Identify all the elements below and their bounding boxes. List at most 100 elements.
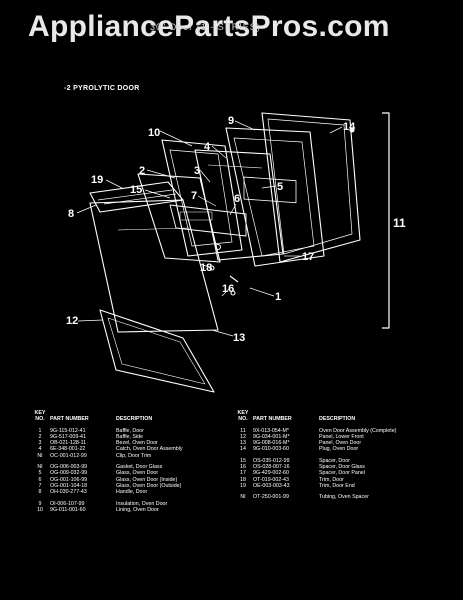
key-number-cell: 1 — [38, 427, 42, 434]
description-cell: Catch, Oven Door Assembly — [116, 446, 183, 453]
header-no: NO. — [35, 416, 45, 423]
key-number-cell: 2 — [38, 433, 42, 440]
part-number-cell: OG-001-106-99 — [50, 476, 88, 483]
part-number-cell: OC-001-012-99 — [50, 452, 87, 459]
key-number-cell: NI — [37, 464, 43, 471]
table-row: 19 OE-003-003-43 Trim, Door End — [233, 483, 439, 489]
table-row: 12 9G-034-001-M* Panel, Lower Front — [233, 434, 439, 440]
part-number-cell: 9G-517-009-41 — [50, 433, 86, 440]
key-number-cell: 18 — [240, 476, 246, 483]
part-number-cell: OE-003-003-43 — [253, 482, 290, 489]
description-cell: Handle, Door — [116, 489, 148, 496]
callout-7: 7 — [191, 190, 197, 202]
lower-front-panel — [99, 309, 215, 393]
part-number-cell: OG-009-032-99 — [50, 470, 88, 477]
part-number-cell: OB-021-128-11 — [50, 440, 87, 447]
key-number-cell: 17 — [240, 470, 246, 477]
part-number-cell: OI-006-107-99 — [50, 500, 85, 507]
part-number-cell: OT-019-002-43 — [253, 476, 289, 483]
callout-9: 9 — [228, 115, 234, 127]
key-number-cell: 19 — [240, 482, 246, 489]
description-cell: Spacer, Door Glass — [319, 464, 365, 471]
table-row: 4 6E-348-001-22 Catch, Oven Door Assembly — [30, 446, 236, 452]
callout-13: 13 — [233, 332, 245, 344]
door-handle — [89, 181, 184, 213]
header-no: NO. — [238, 416, 248, 423]
part-number-cell: OG-001-104-18 — [50, 482, 88, 489]
door-gasket-frame — [225, 127, 325, 267]
table-header-key-row: KEY — [30, 410, 236, 416]
part-number-cell: 9X-013-054-M* — [253, 427, 289, 434]
description-cell: Glass, Oven Door (Outside) — [116, 482, 182, 489]
callout-8: 8 — [68, 208, 74, 220]
description-cell: Spacer, Door — [319, 457, 350, 464]
description-cell: Baffle, Door — [116, 427, 144, 434]
key-number-cell: 16 — [240, 464, 246, 471]
header-part-number: PART NUMBER — [253, 416, 292, 423]
key-number-cell: NI — [37, 452, 43, 459]
description-cell: Panel, Lower Front — [319, 433, 364, 440]
header-description: DESCRIPTION — [116, 416, 153, 423]
part-number-cell: 9G-429-002-60 — [253, 470, 289, 477]
key-number-cell: 12 — [240, 433, 246, 440]
section-label: -2 PYROLYTIC DOOR — [64, 85, 140, 92]
key-number-cell: 5 — [38, 470, 42, 477]
callout-4: 4 — [204, 141, 211, 153]
callout-2: 2 — [139, 165, 145, 177]
callout-17: 17 — [302, 251, 314, 263]
part-number-cell: 9G-034-001-M* — [253, 433, 290, 440]
description-cell: Plug, Oven Door — [319, 446, 359, 453]
table-row: 5 OG-009-032-99 Glass, Oven Door — [30, 470, 236, 476]
description-cell: Trim, Door — [319, 476, 344, 483]
callout-3: 3 — [194, 165, 200, 177]
description-cell: Insulation, Oven Door — [116, 500, 168, 507]
description-cell: Spacer, Door Panel — [319, 470, 365, 477]
table-header-row: NO. PART NUMBER DESCRIPTION — [30, 416, 236, 422]
key-number-cell: 6 — [38, 476, 42, 483]
part-number-cell: OT-250-001-99 — [253, 494, 289, 501]
description-cell: Trim, Door End — [319, 482, 355, 489]
callout-10: 10 — [148, 127, 160, 139]
key-number-cell: NI — [240, 494, 246, 501]
description-cell: Glass, Oven Door — [116, 470, 159, 477]
key-number-cell: 7 — [38, 482, 42, 489]
callout-12: 12 — [66, 315, 78, 327]
part-number-cell: 6E-348-001-22 — [50, 446, 86, 453]
header-part-number: PART NUMBER — [50, 416, 89, 423]
description-cell: Bezel, Oven Door — [116, 440, 158, 447]
door-lining-panel — [261, 112, 361, 263]
header-description: DESCRIPTION — [319, 416, 356, 423]
part-number-cell: OG-006-003-99 — [50, 464, 88, 471]
table-row: 17 9G-429-002-60 Spacer, Door Panel — [233, 470, 439, 476]
key-number-cell: 10 — [37, 506, 43, 513]
description-cell: Oven Door Assembly (Complete) — [319, 427, 397, 434]
table-row: 7 OG-001-104-18 Glass, Oven Door (Outside) — [30, 483, 236, 489]
callout-1: 1 — [275, 291, 281, 303]
diagram-subtitle: 30" Door (1 - SERIES) — [150, 22, 261, 32]
header-key: KEY — [34, 410, 46, 416]
site-watermark: AppliancePartsPros.com — [28, 10, 390, 43]
callout-16: 16 — [222, 283, 234, 295]
table-row: 2 9G-517-009-41 Baffle, Side — [30, 434, 236, 440]
table-row: 18 OT-019-002-43 Trim, Door — [233, 477, 439, 483]
key-number-cell: 4 — [38, 446, 42, 453]
key-number-cell: 8 — [38, 489, 42, 496]
part-number-cell: 9G-010-003-60 — [253, 446, 289, 453]
description-cell: Clip, Door Trim — [116, 452, 152, 459]
part-number-cell: 9G-008-016-M* — [253, 440, 290, 447]
key-number-cell: 13 — [240, 440, 246, 447]
description-cell: Baffle, Side — [116, 433, 143, 440]
key-number-cell: 15 — [240, 457, 246, 464]
key-number-cell: 9 — [38, 500, 42, 507]
part-number-cell: OH-030-277-43 — [50, 489, 87, 496]
